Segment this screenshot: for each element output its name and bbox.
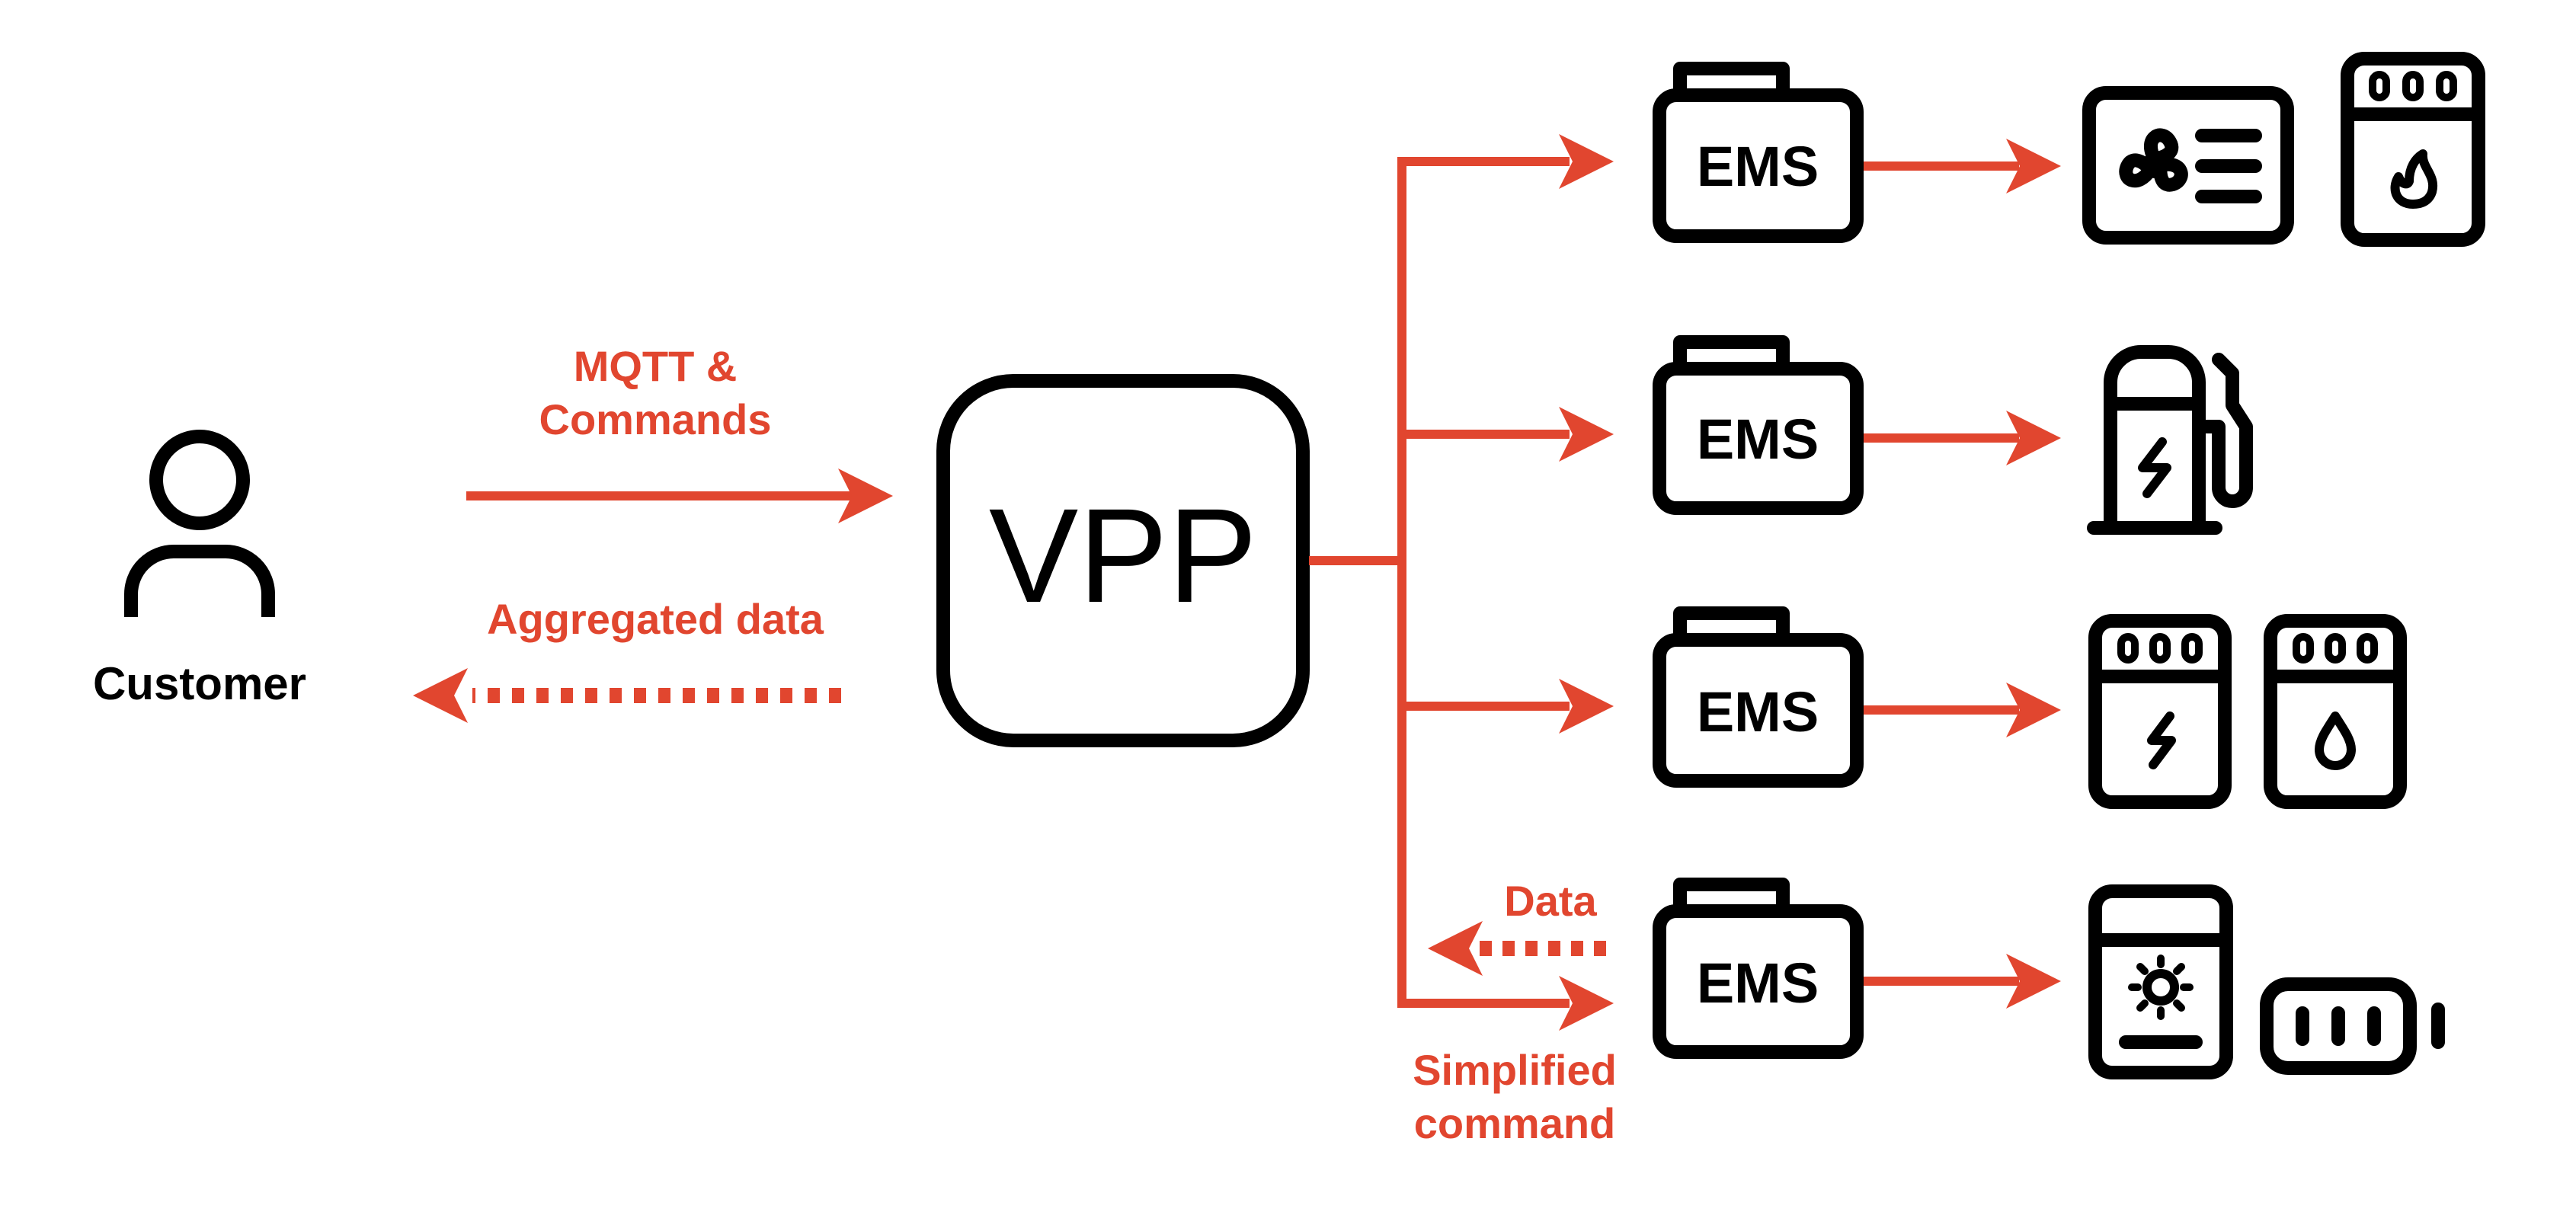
ev-charger-icon — [2087, 345, 2253, 535]
vpp-label: VPP — [989, 481, 1257, 631]
customer-vpp-links: MQTT & Commands Aggregated data — [413, 342, 893, 723]
ems-unit-1: EMS — [1653, 62, 1864, 243]
battery-icon — [2260, 977, 2445, 1075]
ems-unit-2: EMS — [1653, 335, 1864, 515]
mqtt-commands-label-line1: MQTT & — [574, 342, 738, 390]
customer-label: Customer — [93, 658, 306, 709]
ems-unit-4: EMS — [1653, 878, 1864, 1059]
ems-label: EMS — [1697, 408, 1819, 471]
ems-device-arrows — [1864, 139, 2061, 1009]
ems-data-arrow — [1428, 921, 1606, 976]
ems-unit-3: EMS — [1653, 606, 1864, 788]
simplified-command-label-line1: Simplified — [1413, 1046, 1617, 1094]
simplified-command-label-line2: command — [1414, 1099, 1616, 1147]
command-arrow — [466, 468, 893, 523]
solar-inverter-icon — [2088, 884, 2233, 1079]
ems-label: EMS — [1697, 951, 1819, 1015]
mqtt-commands-label-line2: Commands — [539, 395, 772, 443]
heat-pump-icon — [2082, 86, 2294, 245]
electric-heater-icon — [2088, 614, 2232, 809]
ems-label: EMS — [1697, 135, 1819, 198]
gas-boiler-icon — [2341, 52, 2485, 247]
water-heater-icon — [2264, 614, 2407, 809]
user-icon — [124, 430, 275, 617]
vpp-node: VPP — [936, 374, 1310, 747]
ems-label: EMS — [1697, 680, 1819, 744]
aggregated-data-arrow — [413, 668, 841, 723]
ems-data-label: Data — [1504, 877, 1597, 925]
vpp-ems-bus — [1309, 157, 1570, 1008]
vpp-ems-arrowheads — [1559, 134, 1614, 1031]
customer-node: Customer — [93, 430, 306, 709]
aggregated-data-label: Aggregated data — [487, 595, 824, 643]
